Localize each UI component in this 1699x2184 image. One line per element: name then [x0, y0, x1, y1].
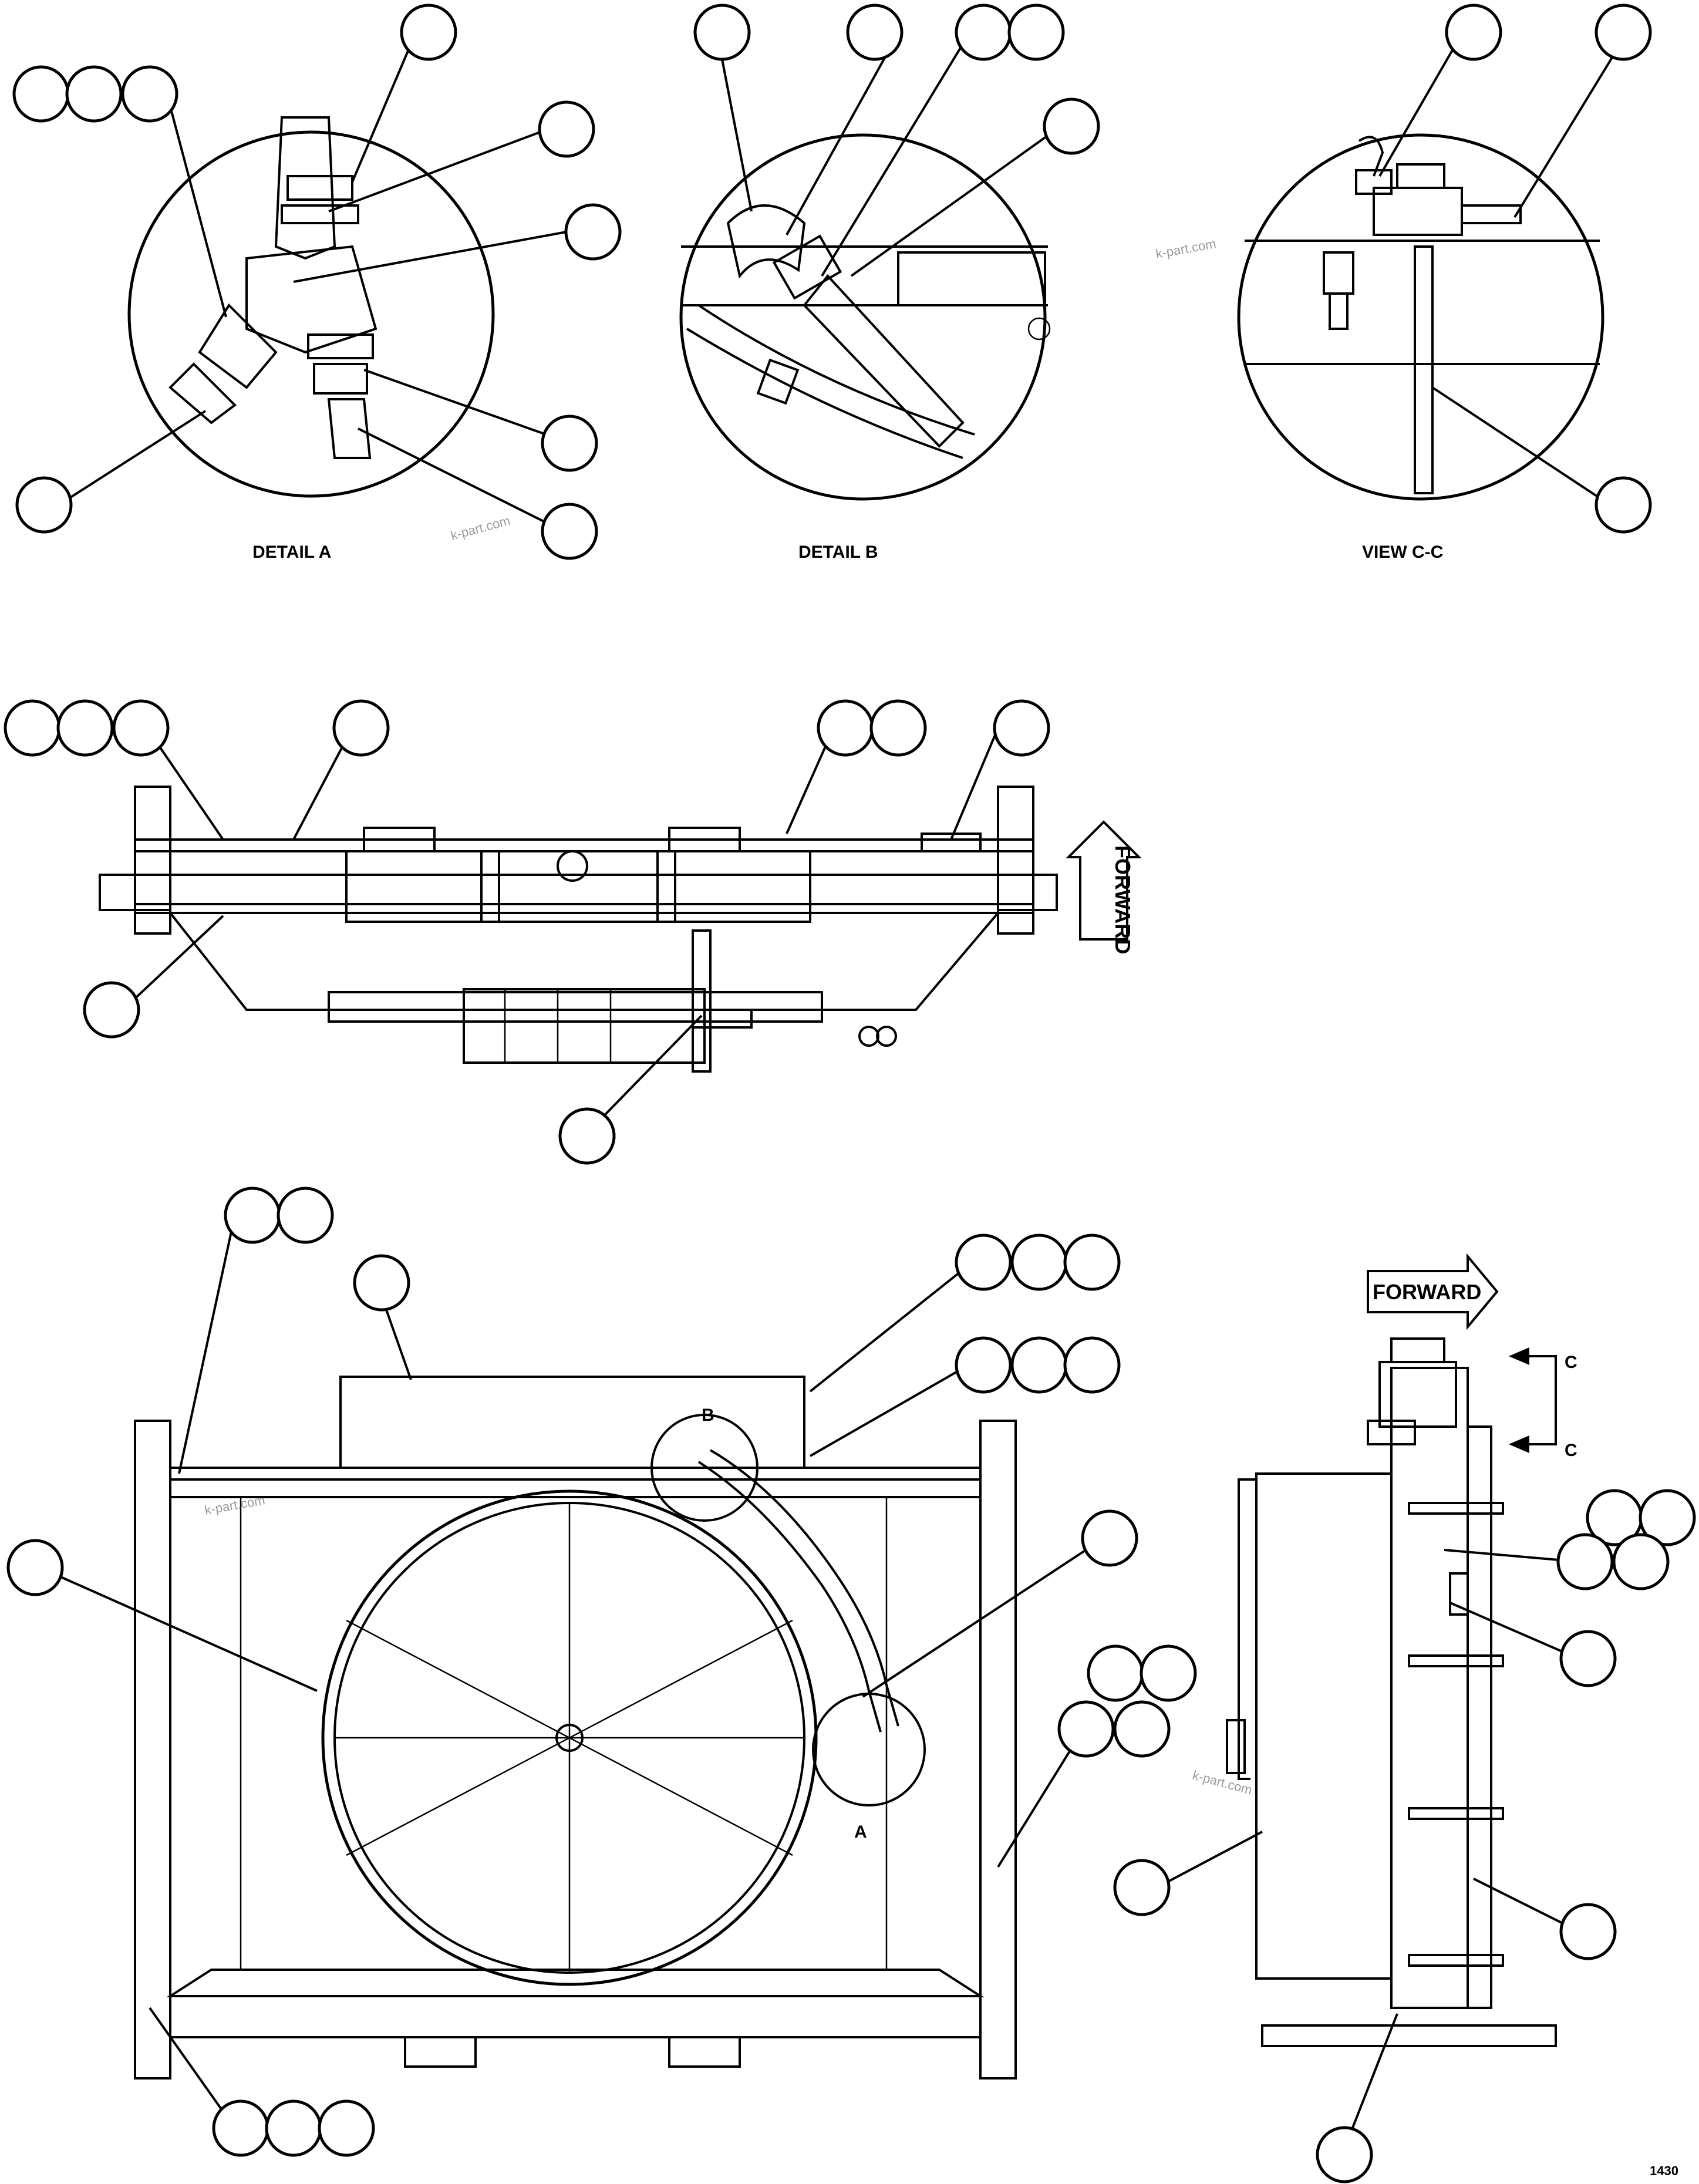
detail-b-label: DETAIL B — [798, 542, 878, 562]
view-cc-group — [1237, 133, 1604, 501]
callout-bubble — [318, 2099, 375, 2157]
callout-bubble — [538, 100, 595, 158]
detail-a-circle — [127, 130, 495, 498]
callout-bubble — [1063, 1336, 1121, 1394]
callout-bubble — [1595, 4, 1652, 61]
callout-bubble — [400, 4, 457, 61]
callout-bubble — [1316, 2126, 1373, 2183]
callout-bubble — [541, 414, 598, 472]
forward-arrow-top: FORWARD — [1066, 820, 1142, 954]
callout-bubble — [1556, 1533, 1614, 1590]
callout-bubble — [869, 699, 927, 757]
side-view-group — [1226, 1337, 1557, 2047]
callout-bubble — [1087, 1644, 1144, 1702]
callout-bubble — [993, 699, 1050, 757]
forward-label-top: FORWARD — [1111, 845, 1135, 954]
callout-bubble — [955, 4, 1012, 61]
callout-bubble — [65, 65, 123, 123]
section-c-top-label: C — [1565, 1353, 1577, 1372]
marker-a: A — [854, 1822, 867, 1842]
callout-bubble — [277, 1187, 334, 1244]
marker-b: B — [702, 1406, 714, 1425]
callout-bubble — [1081, 1509, 1138, 1567]
callout-bubble — [112, 699, 170, 757]
callout-bubble — [1113, 1700, 1171, 1758]
callout-bubble — [1007, 4, 1065, 61]
fan-ring-outer — [321, 1489, 818, 1986]
leader-lines — [52, 43, 1622, 2149]
detail-a-marker-circle — [812, 1693, 926, 1806]
callout-bubble — [224, 1187, 281, 1244]
drawing-number: 1430 — [1650, 2163, 1678, 2178]
callout-bubble — [1140, 1644, 1197, 1702]
callout-bubble — [12, 65, 70, 123]
callout-bubble — [1010, 1233, 1068, 1291]
callout-bubble — [1010, 1336, 1068, 1394]
detail-b-group — [679, 133, 1051, 501]
section-c-bottom-label: C — [1565, 1441, 1577, 1460]
view-cc-label: VIEW C-C — [1362, 542, 1443, 562]
callout-bubble — [121, 65, 178, 123]
callout-bubble — [564, 203, 622, 261]
callout-bubbles — [4, 4, 1696, 2183]
callout-bubble — [332, 699, 390, 757]
callout-bubble — [353, 1254, 410, 1312]
callout-bubble — [265, 2099, 322, 2157]
top-view-group — [99, 786, 1058, 1073]
callout-bubble — [955, 1336, 1012, 1394]
callout-bubble — [6, 1539, 64, 1596]
callout-bubble — [1559, 1903, 1617, 1960]
detail-a-label: DETAIL A — [252, 542, 331, 562]
callout-bubble — [1612, 1533, 1670, 1590]
section-c-arrows — [1509, 1347, 1557, 1453]
forward-label-side: FORWARD — [1373, 1280, 1481, 1304]
callout-bubble — [1595, 476, 1652, 534]
front-view-group — [134, 1376, 1017, 2079]
callout-bubble — [4, 699, 61, 757]
view-cc-circle — [1237, 133, 1604, 501]
callout-bubble — [558, 1107, 616, 1165]
callout-bubble — [1639, 1489, 1696, 1546]
watermark: k-part.com — [1155, 236, 1218, 261]
callout-bubble — [541, 503, 598, 560]
callout-bubble — [1057, 1700, 1115, 1758]
callout-bubble — [56, 699, 114, 757]
callout-bubble — [83, 981, 140, 1039]
callout-bubble — [1113, 1859, 1171, 1916]
forward-arrow-side: FORWARD — [1367, 1253, 1499, 1330]
detail-a-group — [127, 116, 495, 498]
callout-bubble — [846, 4, 904, 61]
callout-bubble — [1559, 1630, 1617, 1687]
callout-bubble — [212, 2099, 269, 2157]
callout-bubble — [693, 4, 751, 61]
detail-b-circle — [679, 133, 1047, 501]
callout-bubble — [1043, 97, 1100, 155]
callout-bubble — [817, 699, 874, 757]
detail-b-marker-circle — [650, 1414, 759, 1522]
watermark: k-part.com — [449, 513, 512, 543]
callout-bubble — [15, 476, 73, 534]
callout-bubble — [955, 1233, 1012, 1291]
callout-bubble — [1445, 4, 1502, 61]
callout-bubble — [1063, 1233, 1121, 1291]
